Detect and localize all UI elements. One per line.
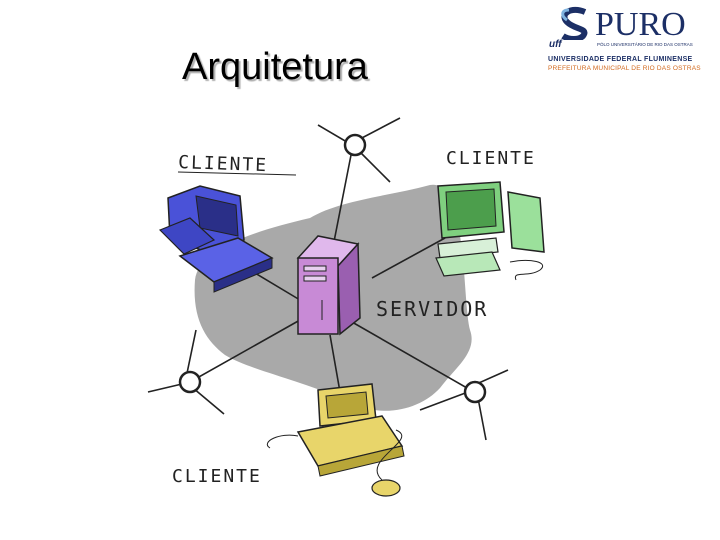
client-computer-blue-icon	[158, 185, 274, 293]
logo-name: PURO	[595, 6, 686, 43]
puro-logo: PURO uff PÓLO UNIVERSITÁRIO DE RIO DAS O…	[545, 6, 715, 76]
logo-university: UNIVERSIDADE FEDERAL FLUMINENSE	[548, 56, 693, 63]
puro-s-emblem-icon	[561, 6, 588, 40]
server-tower-icon	[296, 235, 361, 336]
logo-mark: uff	[549, 39, 562, 50]
network-node-top	[343, 133, 367, 157]
slide-title: Arquitetura	[182, 46, 368, 88]
client-computer-green-icon	[435, 181, 545, 281]
logo-city: PREFEITURA MUNICIPAL DE RIO DAS OSTRAS	[548, 65, 701, 72]
label-server: SERVIDOR	[376, 297, 488, 321]
network-node-right	[463, 380, 487, 404]
label-underline	[177, 171, 297, 176]
network-node-left	[178, 370, 202, 394]
logo-tagline: PÓLO UNIVERSITÁRIO DE RIO DAS OSTRAS	[597, 42, 693, 47]
label-client-top-right: CLIENTE	[446, 148, 536, 169]
label-client-bottom: CLIENTE	[172, 466, 262, 487]
client-computer-yellow-icon	[267, 383, 405, 497]
